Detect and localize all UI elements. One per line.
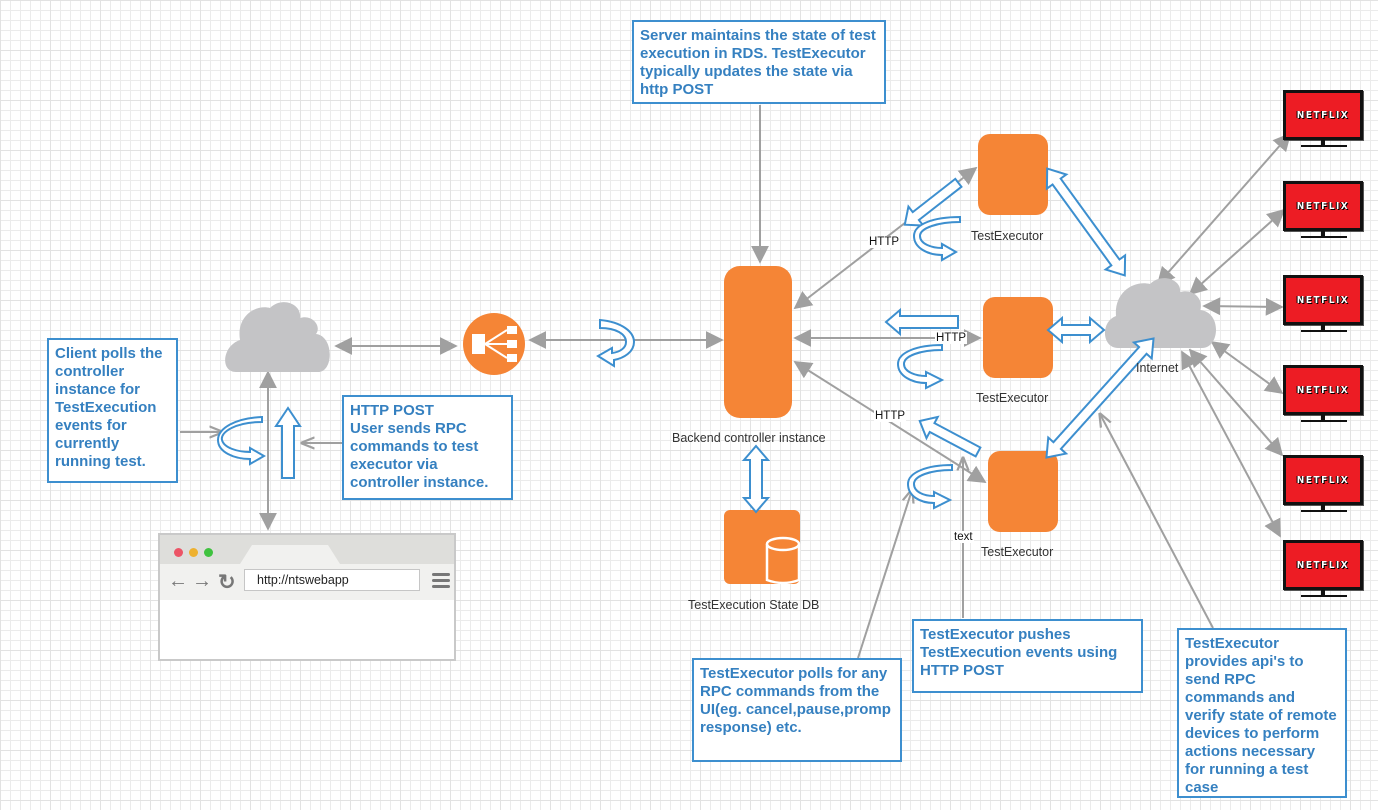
flow-arrow-executor2-to-controller-icon	[884, 307, 959, 337]
flow-arrow-executor1-internet-icon	[1045, 167, 1127, 277]
edge-label-text: text	[953, 531, 974, 543]
hamburger-menu-icon[interactable]	[432, 573, 450, 591]
curved-arrow-executor3-icon	[906, 463, 953, 510]
note-executor-polls: TestExecutor polls for any RPC commands …	[692, 658, 902, 762]
connector-internet-tv-3	[1202, 297, 1284, 316]
arrow-right-icon[interactable]: →	[192, 570, 212, 592]
edge-label-http-2: HTTP	[935, 332, 968, 344]
internet-cloud-icon	[1104, 278, 1216, 348]
netflix-logo: NETFLIX	[1296, 294, 1350, 306]
netflix-logo: NETFLIX	[1296, 559, 1350, 571]
note-executor-pushes: TestExecutor pushes TestExecution events…	[912, 619, 1143, 693]
backend-controller-node[interactable]	[724, 266, 792, 418]
state-db-label: TestExecution State DB	[688, 598, 820, 612]
tv-screen: NETFLIX	[1283, 455, 1363, 505]
window-close-dot[interactable]	[174, 548, 183, 557]
note-executor-provides: TestExecutor provides api's to send RPC …	[1177, 628, 1347, 798]
tv-stand	[1301, 145, 1347, 147]
flow-arrow-controller-db-icon	[741, 444, 771, 514]
netflix-logo: NETFLIX	[1296, 474, 1350, 486]
connector-internet-tv-5	[1188, 348, 1284, 457]
tv-screen: NETFLIX	[1283, 540, 1363, 590]
tv-screen: NETFLIX	[1283, 275, 1363, 325]
netflix-device-1[interactable]: NETFLIX	[1283, 90, 1363, 152]
note-http-post-user: HTTP POST User sends RPC commands to tes…	[342, 395, 513, 500]
reload-icon[interactable]: ↻	[218, 571, 236, 594]
test-executor-label-3: TestExecutor	[981, 545, 1054, 559]
flow-arrow-executor2-internet-icon	[1046, 315, 1106, 345]
netflix-device-2[interactable]: NETFLIX	[1283, 181, 1363, 243]
tv-stand	[1301, 330, 1347, 332]
tv-stand	[1301, 510, 1347, 512]
tv-screen: NETFLIX	[1283, 365, 1363, 415]
tv-screen: NETFLIX	[1283, 181, 1363, 231]
curved-arrow-executor1-icon	[912, 215, 961, 262]
netflix-logo: NETFLIX	[1296, 200, 1350, 212]
edge-label-http-1: HTTP	[868, 236, 901, 248]
tv-stand	[1301, 420, 1347, 422]
tv-screen: NETFLIX	[1283, 90, 1363, 140]
netflix-logo: NETFLIX	[1296, 384, 1350, 396]
tv-neck	[1321, 590, 1325, 595]
internet-label: Internet	[1136, 361, 1179, 375]
connector-provides-note	[1100, 414, 1214, 629]
note-client-polls: Client polls the controller instance for…	[47, 338, 178, 483]
browser-tab[interactable]	[240, 545, 340, 564]
browser-tab-bar	[160, 535, 454, 564]
tv-neck	[1321, 231, 1325, 236]
client-cloud-icon	[225, 302, 330, 372]
tv-stand	[1301, 595, 1347, 597]
window-minimize-dot[interactable]	[189, 548, 198, 557]
test-executor-label-2: TestExecutor	[976, 391, 1049, 405]
curved-arrow-lb-controller-icon	[596, 318, 636, 368]
tv-stand	[1301, 236, 1347, 238]
curved-arrow-client-icon	[216, 415, 267, 466]
connector-internet-tv-1	[1156, 132, 1292, 286]
connector-internet-tv-2	[1188, 208, 1286, 296]
load-balancer-icon	[463, 313, 525, 375]
flow-arrow-executor3-to-controller-icon	[918, 415, 982, 458]
connector-controller-executor-3	[793, 361, 987, 483]
netflix-device-5[interactable]: NETFLIX	[1283, 455, 1363, 517]
tv-neck	[1321, 325, 1325, 330]
edge-label-http-3: HTTP	[874, 410, 907, 422]
netflix-device-6[interactable]: NETFLIX	[1283, 540, 1363, 602]
test-executor-node-3[interactable]	[988, 451, 1058, 532]
tv-neck	[1321, 505, 1325, 510]
netflix-device-3[interactable]: NETFLIX	[1283, 275, 1363, 337]
state-db-icon[interactable]	[724, 510, 801, 585]
test-executor-label-1: TestExecutor	[971, 229, 1044, 243]
curved-arrow-executor2-icon	[896, 343, 945, 390]
window-maximize-dot[interactable]	[204, 548, 213, 557]
test-executor-node-2[interactable]	[983, 297, 1053, 378]
test-executor-node-1[interactable]	[978, 134, 1048, 215]
connector-internet-tv-6	[1181, 350, 1281, 538]
flow-arrow-executor3-internet-icon	[1045, 337, 1155, 459]
url-bar[interactable]: http://ntswebapp	[244, 569, 420, 591]
note-server-state: Server maintains the state of test execu…	[632, 20, 886, 104]
connector-internet-tv-4	[1210, 340, 1284, 395]
netflix-device-4[interactable]: NETFLIX	[1283, 365, 1363, 427]
netflix-logo: NETFLIX	[1296, 109, 1350, 121]
connector-polls-note	[857, 490, 912, 659]
tv-neck	[1321, 140, 1325, 145]
browser-nav-bar: ← → ↻ http://ntswebapp	[160, 564, 454, 600]
browser-window: ← → ↻ http://ntswebapp	[158, 533, 456, 661]
backend-controller-label: Backend controller instance	[672, 431, 826, 445]
flow-arrow-up-icon	[274, 406, 302, 479]
arrow-left-icon[interactable]: ←	[168, 570, 188, 592]
tv-neck	[1321, 415, 1325, 420]
